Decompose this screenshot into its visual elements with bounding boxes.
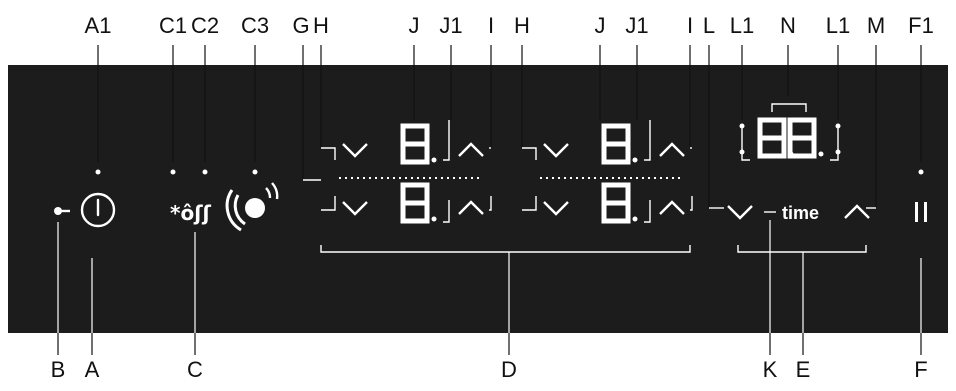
- callout-bottom-0: B: [50, 357, 66, 382]
- callout-top-9: H: [514, 13, 530, 38]
- zone-1-down-chevron-top: [342, 143, 368, 158]
- callout-top-1: C1: [158, 13, 188, 38]
- zone-1-up-chevron-top: [458, 142, 484, 157]
- callout-top-5: H: [313, 13, 329, 38]
- zone-2-j1-bracket-top: [644, 120, 651, 161]
- power-button-ring: [80, 192, 116, 228]
- timer-n-bracket: [771, 103, 807, 112]
- zone-1-display-bottom-dot: [431, 216, 437, 222]
- callout-top-0: A1: [84, 13, 112, 38]
- timer-display: [741, 103, 839, 161]
- frying-sensor-icon: [245, 198, 265, 218]
- callout-top-16: L1: [825, 13, 851, 38]
- indicator-dot-0: [95, 169, 101, 175]
- control-panel: [8, 65, 948, 333]
- callout-bottom-6: F: [914, 357, 928, 382]
- callout-top-15: N: [780, 13, 796, 38]
- indicator-dot-1: [170, 169, 176, 175]
- zone-2-down-chevron-bottom: [543, 201, 569, 216]
- indicator-dot-3: [252, 169, 258, 175]
- callout-top-3: C3: [240, 13, 270, 38]
- zone-2-bracket-bl: [522, 196, 537, 211]
- callout-top-12: I: [686, 13, 694, 38]
- sensor-wave-4: [271, 182, 279, 200]
- zone-1-display-top-dot: [431, 157, 437, 163]
- callout-top-8: I: [487, 13, 495, 38]
- callout-bottom-5: E: [795, 357, 811, 382]
- zone-2-display-top-dot: [632, 157, 638, 163]
- callout-top-11: J1: [625, 13, 649, 38]
- zone-1-j1-bracket-top: [443, 120, 450, 161]
- callout-top-2: C2: [190, 13, 220, 38]
- callout-top-13: L: [702, 13, 716, 38]
- sensor-wave-2: [225, 189, 242, 232]
- pause-icon-bar-2: [924, 202, 927, 222]
- timer-digit-2: [787, 117, 824, 159]
- zone-2-down-chevron-top: [543, 143, 569, 158]
- callout-top-6: J: [408, 13, 420, 38]
- indicator-dot-2: [202, 169, 208, 175]
- zone-2-display-bottom-dot: [632, 216, 638, 222]
- time-down-chevron: [727, 205, 753, 220]
- callout-top-17: M: [866, 13, 886, 38]
- zone-1-up-chevron-bottom: [458, 200, 484, 215]
- zone-2-bracket-tl: [522, 147, 537, 160]
- callout-top-4: G: [292, 13, 310, 38]
- timer-l1-bracket-right: [830, 126, 839, 161]
- zone-2-j1-bracket-bottom: [644, 200, 651, 223]
- sensor-wave-1: [233, 194, 246, 226]
- heating-symbols-icon: *ôʃʃ: [170, 201, 212, 225]
- callout-top-18: F1: [908, 13, 934, 38]
- zone-2-up-chevron-top: [659, 142, 685, 157]
- zone-1-bracket-bl: [321, 196, 336, 211]
- zone-2-up-chevron-bottom: [659, 200, 685, 215]
- sensor-wave-3: [265, 187, 272, 199]
- zone-1-display-top: [400, 123, 437, 165]
- zone-2-display-top: [601, 123, 638, 165]
- callout-bottom-3: D: [501, 357, 517, 382]
- zone-1-bracket-tl: [321, 147, 336, 160]
- zones-d-bracket: [320, 245, 691, 253]
- callout-bottom-4: K: [762, 357, 778, 382]
- zone-2-display-bottom: [601, 182, 638, 224]
- zone-1-j1-bracket-bottom: [443, 200, 450, 223]
- callout-top-14: L1: [729, 13, 755, 38]
- callout-top-7: J1: [439, 13, 463, 38]
- zone-1-display-bottom: [400, 182, 437, 224]
- zone-1-bracket-br: [489, 196, 492, 211]
- time-e-bracket: [737, 245, 867, 253]
- callout-top-10: J: [594, 13, 606, 38]
- time-label: time: [782, 203, 819, 223]
- callout-bottom-1: A: [84, 357, 100, 382]
- pause-icon-bar-1: [915, 202, 918, 222]
- zone-2-bracket-br: [690, 196, 693, 211]
- indicator-dot-4: [918, 169, 924, 175]
- callout-bottom-2: C: [187, 357, 203, 382]
- timer-digit-2-dot: [818, 151, 824, 157]
- zone-1-down-chevron-bottom: [342, 201, 368, 216]
- leader-lines: [97, 45, 922, 208]
- time-up-chevron: [844, 204, 870, 219]
- timer-l1-bracket-left: [741, 126, 750, 161]
